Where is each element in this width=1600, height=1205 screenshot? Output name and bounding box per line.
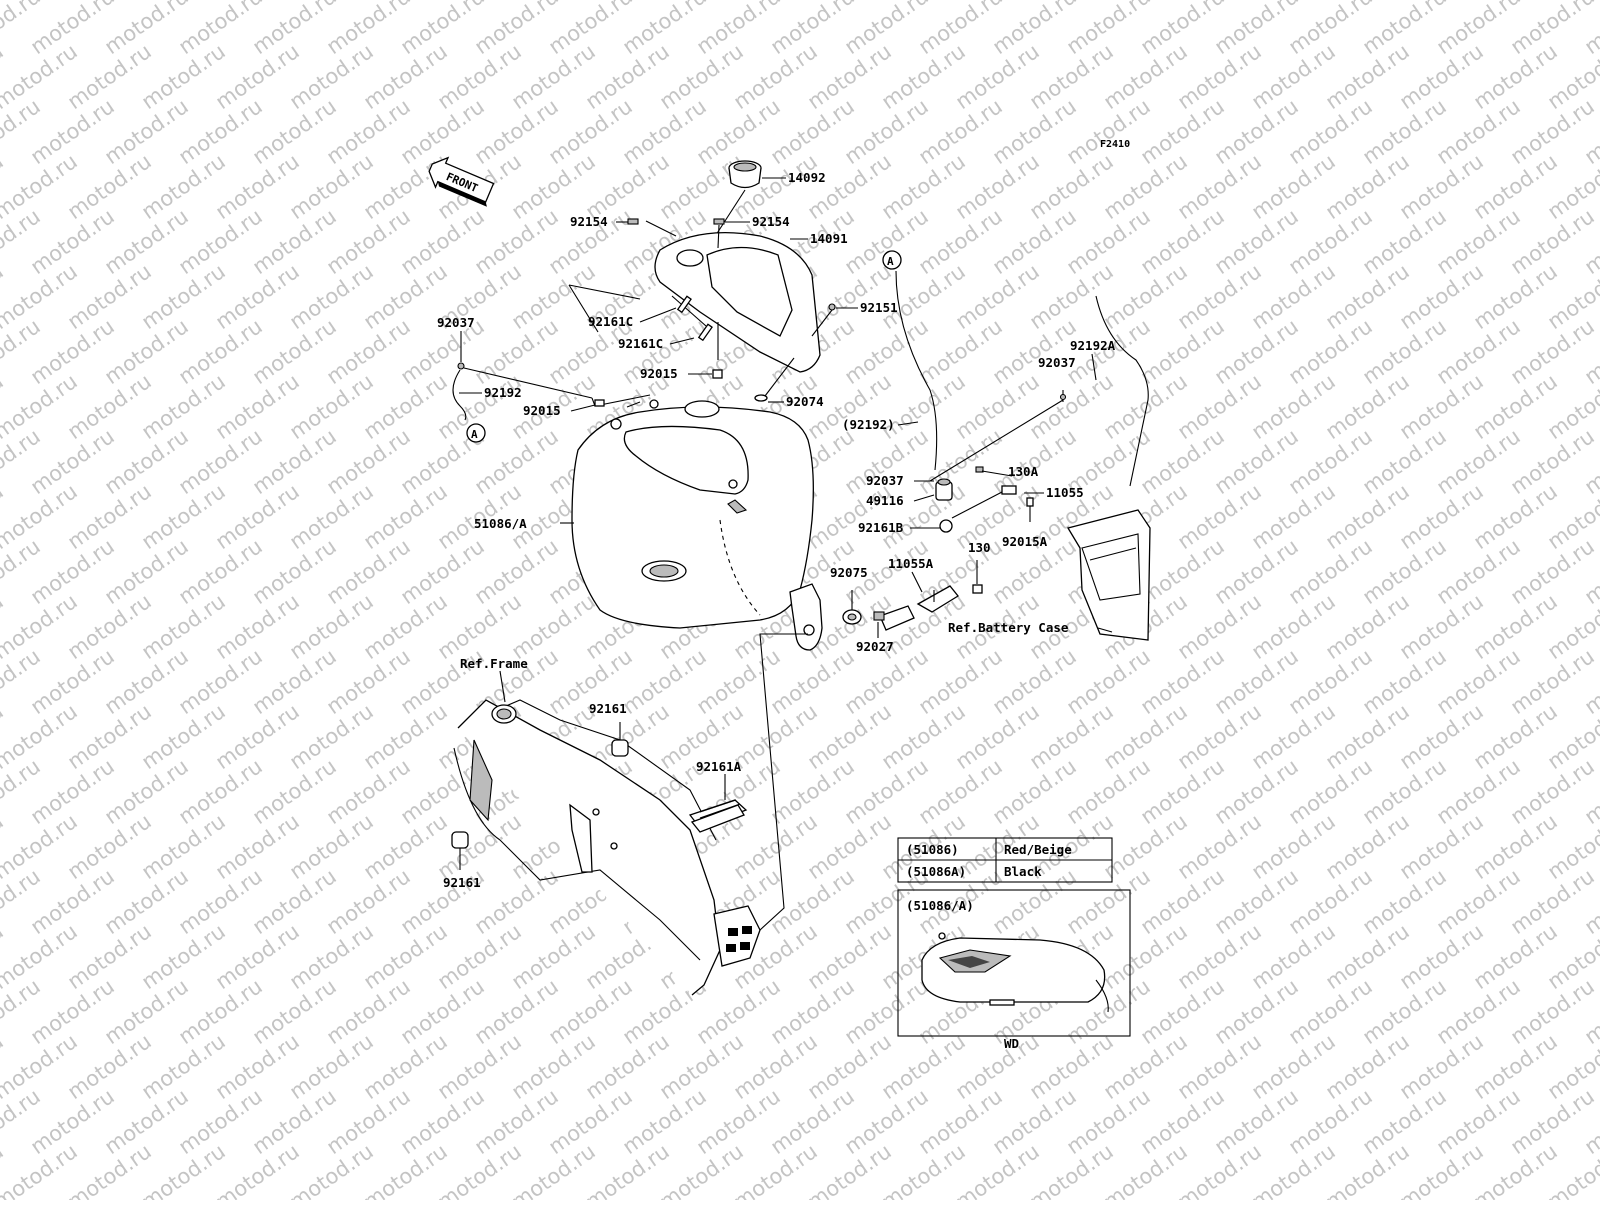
callout-92027: 92027: [856, 639, 894, 654]
callout-11055A: 11055A: [888, 556, 934, 571]
callout-11055: 11055: [1046, 485, 1084, 500]
front-arrow-icon: FRONT: [428, 156, 495, 207]
callout-130A: 130A: [1008, 464, 1039, 479]
callout-49116: 49116: [866, 493, 904, 508]
color-table: (51086) Red/Beige (51086A) Black: [897, 837, 1113, 883]
callout-92161A: 92161A: [696, 759, 742, 774]
frame: [453, 699, 761, 996]
table-row-0-color: Red/Beige: [1004, 842, 1072, 857]
callout-92154-left: 92154: [570, 214, 608, 229]
ref-a-left-label: A: [471, 428, 478, 441]
battery-case: [1066, 509, 1151, 641]
callout-labels: 14092 92154 92154 14091 92151 92161C 921…: [437, 170, 1116, 890]
ref-a-right-label: A: [887, 255, 894, 268]
callout-92037-mid: 92037: [866, 473, 904, 488]
callout-92161c-2: 92161C: [618, 336, 663, 351]
inset-panel: (51086/A) WD: [897, 889, 1131, 1051]
callout-battery-case: Ref.Battery Case: [948, 620, 1069, 635]
callout-92015-upper: 92015: [640, 366, 678, 381]
callout-92037-left: 92037: [437, 315, 475, 330]
ref-circle-a-left: [466, 423, 486, 443]
screw-92154-b: [713, 218, 725, 225]
table-row-0-part: (51086): [906, 842, 959, 857]
tank-cover: [654, 232, 821, 373]
callout-92151: 92151: [860, 300, 898, 315]
callout-14091: 14091: [810, 231, 848, 246]
screw-92154-a: [627, 218, 639, 225]
tank-bracket: [789, 583, 823, 651]
callout-ref-frame: Ref.Frame: [460, 656, 528, 671]
inset-caption: WD: [1004, 1036, 1019, 1051]
callout-92037-right: 92037: [1038, 355, 1076, 370]
callout-130: 130: [968, 540, 991, 555]
callout-92015A: 92015A: [1002, 534, 1048, 549]
table-row-1-part: (51086A): [906, 864, 966, 879]
ref-circle-a-right: [882, 250, 902, 270]
callout-92161-lower: 92161: [443, 875, 481, 890]
callout-92075: 92075: [830, 565, 868, 580]
table-row-1-color: Black: [1004, 864, 1042, 879]
callout-92161-upper: 92161: [589, 701, 627, 716]
callout-14092: 14092: [788, 170, 826, 185]
callout-92192A: 92192A: [1070, 338, 1116, 353]
callout-92192: 92192: [484, 385, 522, 400]
callout-92154-right: 92154: [752, 214, 790, 229]
callout-92192-paren: (92192): [842, 417, 895, 432]
callout-92161B: 92161B: [858, 520, 904, 535]
inset-label: (51086/A): [906, 898, 974, 913]
callout-92074: 92074: [786, 394, 824, 409]
fuel-tank: [571, 399, 814, 629]
figure-code: F2410: [1100, 139, 1130, 150]
callout-92161c-1: 92161C: [588, 314, 633, 329]
callout-51086: 51086/A: [474, 516, 527, 531]
callout-92015-lower: 92015: [523, 403, 561, 418]
pad-92161A: [688, 799, 748, 833]
fuel-cap: [728, 160, 762, 189]
